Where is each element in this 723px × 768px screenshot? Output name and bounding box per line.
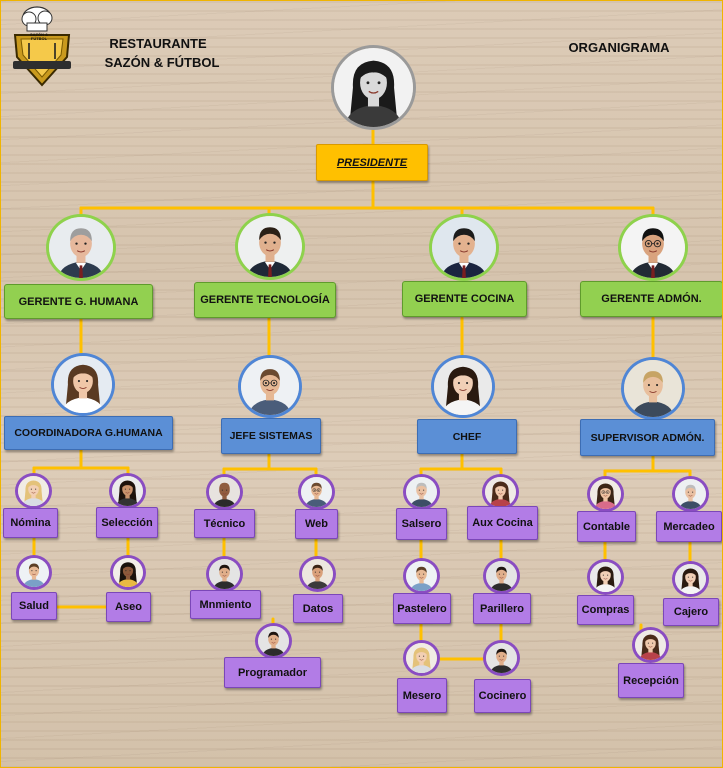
company-name-line2: SAZÓN & FÚTBOL [104,55,220,70]
staff-programador-box[interactable]: Programador [224,657,321,688]
person-photo-icon [406,561,437,591]
lead-gh-photo [51,353,115,416]
manager-admon-box[interactable]: GERENTE ADMÓN. [580,281,722,317]
staff-mesero-photo [403,640,440,676]
staff-web-photo [298,474,335,510]
person-photo-icon [590,479,621,509]
staff-contable-box[interactable]: Contable [577,511,636,542]
manager-gh-photo [46,214,116,281]
person-photo-icon [621,217,685,278]
staff-seleccion-box[interactable]: Selección [96,507,158,538]
person-photo-icon [54,356,112,413]
staff-tecnico-box[interactable]: Técnico [194,509,255,538]
person-photo-icon [486,643,517,673]
staff-parillero-photo [483,558,520,594]
person-photo-icon [19,558,49,587]
person-photo-icon [18,476,49,506]
person-photo-icon [112,476,143,506]
person-photo-icon [635,630,666,660]
manager-tech-box[interactable]: GERENTE TECNOLOGÍA [194,282,336,318]
staff-mnmiento-box[interactable]: Mnmiento [190,590,261,619]
person-photo-icon [675,564,706,594]
person-photo-icon [302,559,333,589]
staff-pastelero-photo [403,558,440,594]
president-box[interactable]: PRESIDENTE [316,144,428,181]
person-photo-icon [590,562,621,592]
president-photo [331,45,416,130]
person-photo-icon [486,561,517,591]
person-photo-icon [209,477,240,507]
person-photo-icon [209,559,240,589]
staff-aseo-photo [110,555,146,590]
chart-title: ORGANIGRAMA [568,40,670,55]
staff-recepcion-box[interactable]: Recepción [618,663,684,698]
lead-gh-box[interactable]: COORDINADORA G.HUMANA [4,416,173,450]
staff-cajero-box[interactable]: Cajero [663,598,719,626]
staff-pastelero-box[interactable]: Pastelero [393,593,451,624]
staff-aseo-box[interactable]: Aseo [106,592,151,622]
staff-cocinero-photo [483,640,520,676]
staff-salsero-box[interactable]: Salsero [396,508,447,540]
staff-recepcion-photo [632,627,669,663]
staff-seleccion-photo [109,473,146,509]
person-photo-icon [241,358,299,415]
staff-nomina-photo [15,473,52,509]
staff-salsero-photo [403,474,440,510]
staff-salud-photo [16,555,52,590]
lead-admon-photo [621,357,685,420]
staff-mercadeo-photo [672,476,709,512]
person-photo-icon [238,216,302,277]
lead-tech-box[interactable]: JEFE SISTEMAS [221,418,321,454]
person-photo-icon [406,643,437,673]
person-photo-icon [334,48,413,127]
staff-salud-box[interactable]: Salud [11,592,57,620]
person-photo-icon [434,358,492,415]
lead-cocina-box[interactable]: CHEF [417,419,517,454]
person-photo-icon [432,217,496,278]
manager-cocina-photo [429,214,499,281]
manager-admon-photo [618,214,688,281]
staff-aux-cocina-box[interactable]: Aux Cocina [467,506,538,540]
chef-hat-logo-icon [11,5,73,87]
lead-admon-box[interactable]: SUPERVISOR ADMÓN. [580,419,715,456]
lead-cocina-photo [431,355,495,418]
person-photo-icon [49,217,113,278]
staff-cajero-photo [672,561,709,597]
person-photo-icon [485,477,516,507]
person-photo-icon [258,626,289,656]
manager-cocina-box[interactable]: GERENTE COCINA [402,281,527,317]
staff-tecnico-photo [206,474,243,510]
staff-web-box[interactable]: Web [295,509,338,539]
staff-compras-photo [587,559,624,595]
lead-tech-photo [238,355,302,418]
manager-tech-photo [235,213,305,280]
staff-datos-box[interactable]: Datos [293,594,343,623]
staff-mesero-box[interactable]: Mesero [397,678,447,713]
staff-nomina-box[interactable]: Nómina [3,508,58,538]
staff-aux-cocina-photo [482,474,519,510]
person-photo-icon [624,360,682,417]
person-photo-icon [301,477,332,507]
company-name-line1: RESTAURANTE [109,36,207,51]
staff-mercadeo-box[interactable]: Mercadeo [656,511,722,542]
logo-text: SAZÓN & FÚTBOL [30,32,48,41]
person-photo-icon [406,477,437,507]
staff-compras-box[interactable]: Compras [577,595,634,625]
staff-cocinero-box[interactable]: Cocinero [474,679,531,713]
staff-programador-photo [255,623,292,659]
person-photo-icon [113,558,143,587]
staff-contable-photo [587,476,624,512]
staff-parillero-box[interactable]: Parillero [473,593,531,624]
person-photo-icon [675,479,706,509]
manager-gh-box[interactable]: GERENTE G. HUMANA [4,284,153,319]
staff-datos-photo [299,556,336,592]
staff-mnmiento-photo [206,556,243,592]
